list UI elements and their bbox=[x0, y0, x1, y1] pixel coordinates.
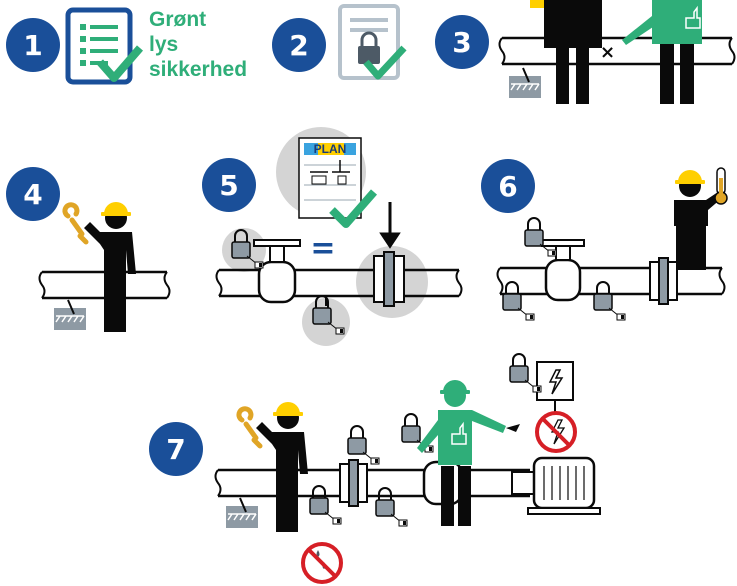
thermometer-icon bbox=[714, 167, 728, 205]
pipe bbox=[496, 266, 726, 296]
step-number: 2 bbox=[289, 29, 308, 62]
step-1: 1 Grønt lys sikkerhed bbox=[6, 7, 247, 85]
pointing-hand bbox=[506, 424, 520, 432]
wrench-icon bbox=[62, 202, 89, 245]
step-badge bbox=[149, 422, 203, 476]
step-4: 4 bbox=[6, 167, 171, 332]
step-number: 4 bbox=[23, 178, 42, 211]
thumbs-up-icon bbox=[685, 5, 701, 29]
step-3: 3 × bbox=[435, 0, 736, 104]
lightning-icon bbox=[548, 369, 564, 395]
step-badge bbox=[435, 15, 489, 69]
checklist-icon bbox=[65, 7, 144, 85]
step-badge bbox=[6, 18, 60, 72]
worker-figure bbox=[674, 170, 722, 270]
cross-mark: × bbox=[600, 42, 615, 63]
worker-figure bbox=[256, 402, 308, 532]
step-badge bbox=[6, 167, 60, 221]
motor bbox=[511, 456, 601, 515]
supervisor-figure bbox=[417, 380, 506, 526]
blind-flange bbox=[649, 257, 678, 305]
arrow-down-icon bbox=[379, 202, 401, 249]
step-badge bbox=[272, 18, 326, 72]
title-line-2: lys bbox=[149, 33, 178, 56]
padlock-icon bbox=[309, 485, 342, 525]
title-line-3: sikkerhed bbox=[149, 58, 247, 81]
padlock-icon bbox=[593, 281, 626, 321]
step-2: 2 bbox=[272, 4, 407, 80]
padlock-icon bbox=[347, 425, 380, 465]
blind-flange bbox=[373, 251, 405, 307]
worker-figure bbox=[530, 0, 602, 104]
padlock-document-icon bbox=[338, 4, 407, 80]
step-number: 1 bbox=[23, 29, 42, 62]
no-liquid-icon bbox=[301, 542, 343, 584]
worker-figure bbox=[84, 202, 136, 332]
padlock-icon bbox=[375, 487, 408, 527]
step-7: 7 bbox=[149, 353, 601, 584]
step-badge bbox=[481, 159, 535, 213]
drain-pit bbox=[225, 497, 259, 529]
thumbs-up-icon bbox=[451, 421, 467, 445]
step-6: 6 bbox=[481, 159, 728, 321]
electrical-panel bbox=[536, 361, 574, 414]
step-badge bbox=[202, 158, 256, 212]
step-number: 6 bbox=[498, 170, 517, 203]
equals-sign: = bbox=[310, 231, 335, 266]
wrench-icon bbox=[236, 406, 263, 449]
drain-pit bbox=[53, 299, 87, 331]
plan-document: PLAN bbox=[298, 137, 362, 219]
padlock-icon bbox=[502, 281, 535, 321]
step-number: 5 bbox=[219, 169, 238, 202]
blind-flange bbox=[339, 459, 368, 507]
plan-label: PLAN bbox=[314, 142, 347, 156]
no-electricity-icon bbox=[535, 411, 577, 453]
step-number: 7 bbox=[166, 433, 185, 466]
valve bbox=[253, 239, 301, 304]
pipe bbox=[214, 468, 530, 498]
title-line-1: Grønt bbox=[149, 8, 206, 31]
supervisor-figure bbox=[622, 0, 702, 104]
step-number: 3 bbox=[452, 26, 471, 59]
padlock-icon bbox=[524, 217, 557, 257]
drain-pit bbox=[508, 67, 542, 99]
check-icon bbox=[329, 189, 378, 228]
step-5: 5 PLAN = bbox=[202, 127, 463, 346]
valve bbox=[541, 239, 585, 302]
